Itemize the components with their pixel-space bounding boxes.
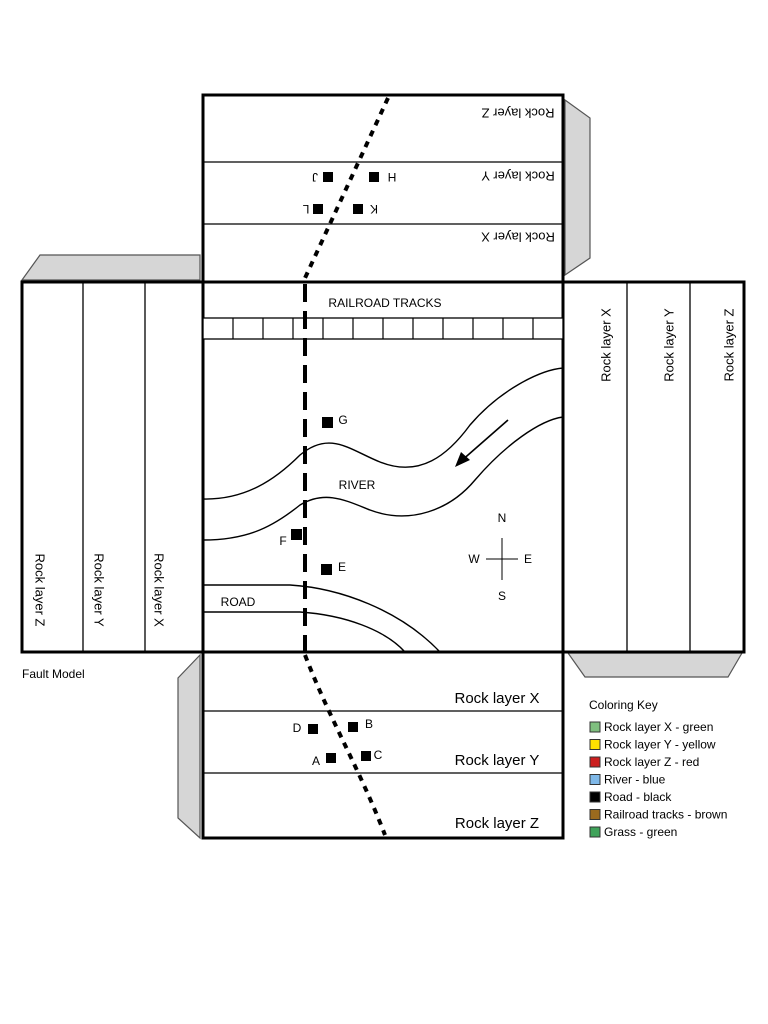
right-rock-y-label: Rock layer Y xyxy=(661,308,676,382)
glue-tab-right-bottom xyxy=(566,652,744,678)
compass-west: W xyxy=(468,552,480,566)
point-d-label: D xyxy=(293,721,302,735)
center-panel-frame xyxy=(201,280,565,654)
compass-rose: N S W E xyxy=(468,511,532,603)
bottom-panel: Rock layer X Rock layer Y Rock layer Z D… xyxy=(201,650,565,840)
point-h-marker xyxy=(369,172,379,182)
railroad-ties xyxy=(232,318,534,339)
right-panel: Rock layer X Rock layer Y Rock layer Z xyxy=(561,280,746,654)
point-b-label: B xyxy=(365,717,373,731)
coloring-key-swatch xyxy=(589,739,601,750)
point-g-marker xyxy=(322,417,333,428)
point-f-marker xyxy=(291,529,302,540)
point-h-label: H xyxy=(388,170,397,184)
left-panel-frame xyxy=(20,280,205,654)
left-panel: Rock layer Z Rock layer Y Rock layer X xyxy=(20,280,205,654)
bottom-panel-frame xyxy=(201,650,565,840)
point-j-label: J xyxy=(312,170,318,184)
river-label: RIVER xyxy=(339,478,376,492)
coloring-key-swatch xyxy=(589,774,601,785)
point-f-label: F xyxy=(279,534,286,548)
river-bank-south xyxy=(202,416,564,541)
point-l-label: L xyxy=(302,202,309,216)
coloring-key-swatch xyxy=(589,721,601,733)
coloring-key-swatch xyxy=(589,809,601,820)
point-c-marker xyxy=(361,751,371,761)
fault-line-bottom xyxy=(303,654,387,836)
point-b-marker xyxy=(348,722,358,732)
top-panel: Rock layer Z Rock layer Y Rock layer X H… xyxy=(201,93,565,285)
coloring-key-swatch xyxy=(589,756,601,768)
compass-south: S xyxy=(498,589,506,603)
coloring-key-label: Rock layer X - green xyxy=(604,720,713,734)
fault-line-top xyxy=(303,97,390,279)
river-bank-north xyxy=(202,367,564,500)
center-panel: RAILROAD TRACKS RIVER ROAD G F E N S W E xyxy=(201,280,565,654)
railroad-tracks-label: RAILROAD TRACKS xyxy=(328,296,441,310)
coloring-key-label: River - blue xyxy=(604,773,666,787)
left-rock-y-label: Rock layer Y xyxy=(92,553,107,627)
point-e-label: E xyxy=(338,560,346,574)
point-k-label: K xyxy=(370,202,378,216)
top-rock-x-label: Rock layer X xyxy=(481,230,555,245)
coloring-key-label: Rock layer Y - yellow xyxy=(604,738,716,752)
point-a-label: A xyxy=(312,754,320,768)
coloring-key-label: Railroad tracks - brown xyxy=(604,808,727,822)
glue-tab-top-left xyxy=(20,254,201,281)
point-a-marker xyxy=(326,753,336,763)
compass-north: N xyxy=(498,511,507,525)
right-rock-x-label: Rock layer X xyxy=(598,308,613,382)
glue-tab-bottom-left xyxy=(177,653,201,840)
coloring-key-label: Grass - green xyxy=(604,825,677,839)
fault-model-title: Fault Model xyxy=(22,667,85,681)
river-flow-arrow xyxy=(459,419,509,463)
coloring-key-label: Road - black xyxy=(604,790,672,804)
bottom-rock-z-label: Rock layer Z xyxy=(455,815,539,832)
road-edge-north xyxy=(203,584,441,653)
point-k-marker xyxy=(353,204,363,214)
point-g-label: G xyxy=(338,413,347,427)
point-d-marker xyxy=(308,724,318,734)
compass-east: E xyxy=(524,552,532,566)
bottom-rock-x-label: Rock layer X xyxy=(454,690,539,707)
river-flow-arrowhead xyxy=(455,452,470,467)
coloring-key-label: Rock layer Z - red xyxy=(604,755,699,769)
top-rock-y-label: Rock layer Y xyxy=(481,169,555,184)
road-label: ROAD xyxy=(221,595,256,609)
left-rock-x-label: Rock layer X xyxy=(152,553,167,627)
glue-tab-top-right xyxy=(564,98,591,277)
right-rock-z-label: Rock layer Z xyxy=(721,308,736,381)
coloring-key-title: Coloring Key xyxy=(589,698,658,712)
glue-tabs xyxy=(20,98,744,840)
top-rock-z-label: Rock layer Z xyxy=(481,106,554,121)
left-rock-z-label: Rock layer Z xyxy=(33,554,48,627)
right-panel-frame xyxy=(561,280,746,654)
top-panel-frame xyxy=(201,93,565,285)
point-j-marker xyxy=(323,172,333,182)
point-c-label: C xyxy=(374,748,383,762)
coloring-key-swatch xyxy=(589,826,601,838)
point-l-marker xyxy=(313,204,323,214)
coloring-key-swatch xyxy=(589,791,601,803)
bottom-rock-y-label: Rock layer Y xyxy=(455,752,540,769)
point-e-marker xyxy=(321,564,332,575)
